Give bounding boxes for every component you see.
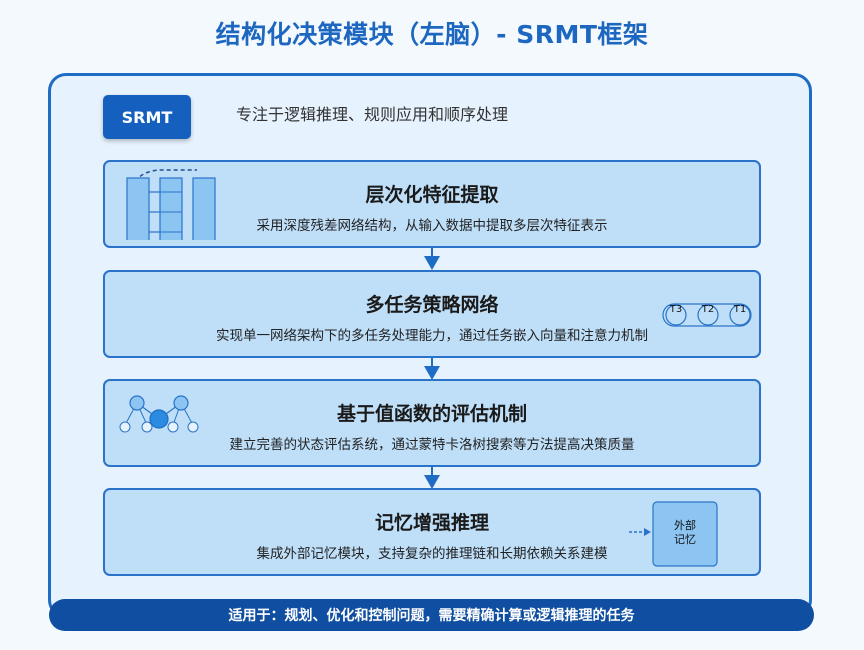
residual-layers-icon	[126, 169, 216, 240]
task-embedding-icon: T3 T2 T1	[662, 303, 752, 327]
module-title: 多任务策略网络	[365, 294, 499, 316]
task-label: T3	[669, 304, 682, 315]
module-desc: 集成外部记忆模块，支持复杂的推理链和长期依赖关系建模	[256, 546, 608, 562]
task-label: T2	[701, 304, 714, 315]
module-memory-reasoning: 记忆增强推理 集成外部记忆模块，支持复杂的推理链和长期依赖关系建模 外部 记忆	[103, 488, 761, 576]
module-desc: 建立完善的状态评估系统，通过蒙特卡洛树搜索等方法提高决策质量	[229, 437, 635, 453]
search-tree-icon	[119, 395, 199, 433]
module-multitask-policy: 多任务策略网络 实现单一网络架构下的多任务处理能力，通过任务嵌入向量和注意力机制…	[103, 270, 761, 358]
module-desc: 实现单一网络架构下的多任务处理能力，通过任务嵌入向量和注意力机制	[216, 328, 648, 344]
module-feature-extraction: 层次化特征提取 采用深度残差网络结构，从输入数据中提取多层次特征表示	[103, 160, 761, 248]
flow-arrow-icon	[424, 467, 440, 489]
memory-label: 记忆	[674, 533, 696, 546]
module-title: 记忆增强推理	[374, 512, 489, 534]
task-label: T1	[733, 304, 746, 315]
srmt-badge: SRMT	[103, 95, 191, 139]
module-desc: 采用深度残差网络结构，从输入数据中提取多层次特征表示	[256, 218, 608, 234]
module-value-evaluation: 基于值函数的评估机制 建立完善的状态评估系统，通过蒙特卡洛树搜索等方法提高决策质…	[103, 379, 761, 467]
memory-label: 外部	[674, 518, 696, 532]
footer-banner: 适用于：规划、优化和控制问题，需要精确计算或逻辑推理的任务	[49, 599, 814, 631]
flow-arrow-icon	[424, 248, 440, 270]
page-title: 结构化决策模块（左脑）- SRMT框架	[215, 20, 649, 49]
tagline: 专注于逻辑推理、规则应用和顺序处理	[236, 105, 509, 124]
external-memory-icon: 外部 记忆	[629, 501, 718, 567]
module-title: 层次化特征提取	[365, 184, 499, 206]
flow-arrow-icon	[424, 358, 440, 380]
module-title: 基于值函数的评估机制	[336, 403, 527, 425]
